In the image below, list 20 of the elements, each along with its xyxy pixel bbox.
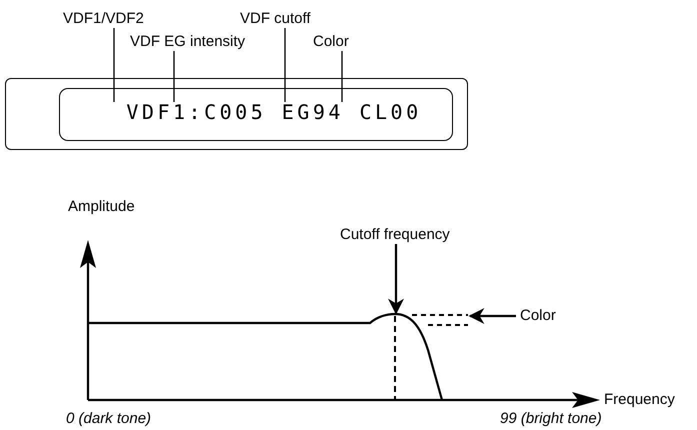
pointer-arrow [468, 308, 516, 324]
display-bezel [5, 78, 468, 150]
leader-line [113, 28, 115, 102]
leader-line [341, 51, 343, 102]
filter-response-curve [89, 312, 444, 400]
axis-label: Frequency [604, 391, 675, 409]
parameter-label: Color [313, 33, 349, 51]
callout-label: Color [520, 307, 556, 325]
parameter-label: VDF1/VDF2 [63, 10, 144, 28]
axis-label: Amplitude [68, 198, 135, 216]
color-level-lines [412, 314, 468, 326]
parameter-label: VDF cutoff [240, 10, 311, 28]
scale-label: 99 (bright tone) [500, 410, 602, 428]
callout-label: Cutoff frequency [340, 226, 450, 244]
parameter-label: VDF EG intensity [130, 33, 246, 51]
leader-line [284, 28, 286, 102]
pointer-arrow [388, 244, 404, 315]
scale-label: 0 (dark tone) [66, 410, 152, 428]
leader-line [173, 51, 175, 102]
lcd-screen: VDF1:C005 EG94 CL00 [59, 88, 453, 141]
